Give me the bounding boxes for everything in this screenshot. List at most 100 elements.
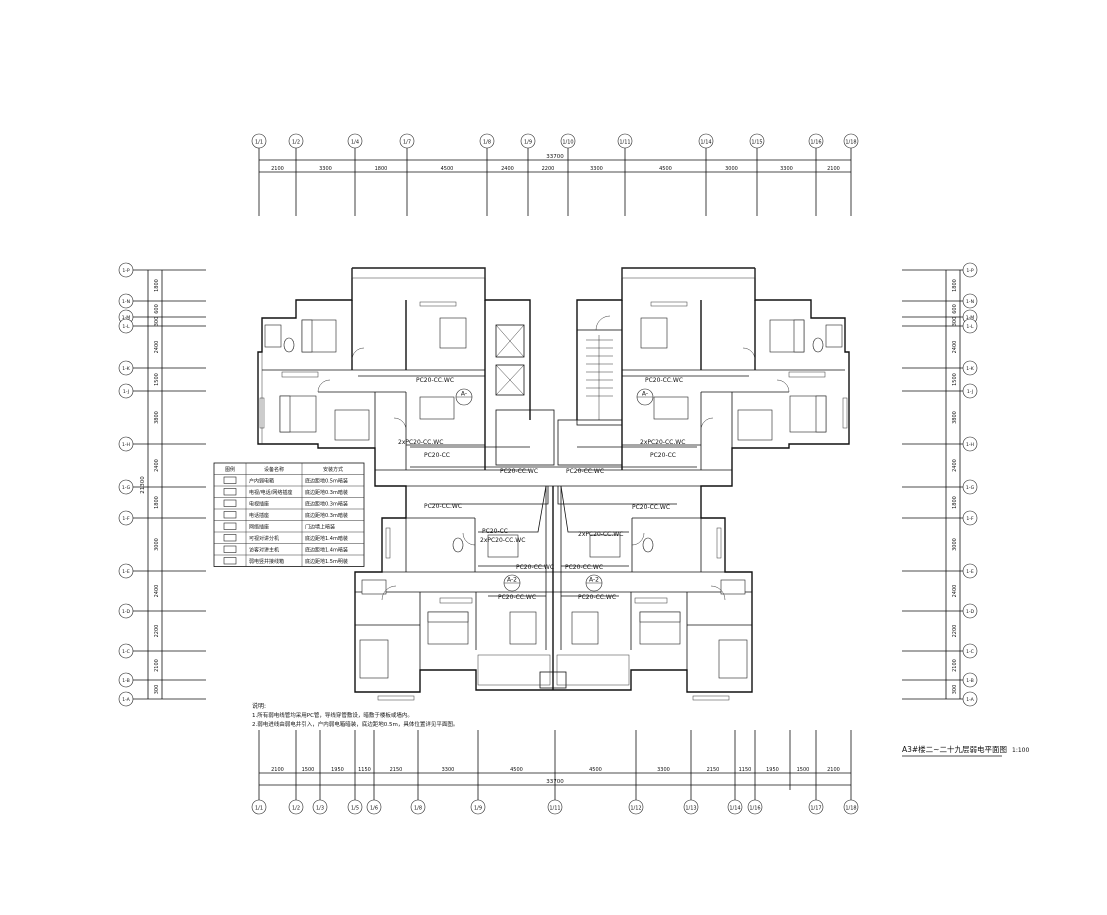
dimension-top: 3300 [590,166,603,172]
dimension-total-top: 33700 [546,154,564,160]
dimension-top: 2200 [542,166,555,172]
axis-bubble [962,293,978,309]
axis-label-right: 1-E [966,569,974,575]
axis-bubble [962,603,978,619]
axis-bubble [251,133,267,149]
dimension-top: 1800 [375,166,388,172]
axis-label-bottom: 1/2 [292,806,300,812]
axis-label-bottom: 1/1 [255,806,263,812]
dimension-right: 1500 [952,373,958,386]
drawing-title: A3#楼二~二十九层弱电平面图 [902,744,1007,754]
dimension-left: 1800 [154,496,160,509]
axis-label-right: 1-C [966,649,974,655]
axis-bubble [962,318,978,334]
legend-mounting: 底边距地0.3m暗装 [305,512,348,519]
axis-label-right: 1-N [966,299,974,305]
axis-label-right: 1-F [966,516,974,522]
unit-tag-label: A- [642,391,648,398]
axis-bubble [698,133,714,149]
axis-bubble [962,672,978,688]
conduit-label: PC20-CC.WC [516,564,554,571]
dimension-left: 2200 [154,625,160,638]
legend-symbol [223,511,237,519]
axis-bubble [479,133,495,149]
dimension-right: 600 [952,304,958,314]
axis-bubble [312,799,328,815]
dimension-bottom: 1150 [358,767,371,773]
drawing-scale: 1:100 [1012,747,1029,754]
axis-label-left: 1-B [122,678,130,684]
axis-bubble [962,563,978,579]
dimension-right: 300 [952,317,958,327]
axis-label-bottom: 1/13 [685,806,696,812]
axis-label-top: 1/7 [403,140,411,146]
axis-label-right: 1-J [967,389,973,395]
axis-label-bottom: 1/5 [351,806,359,812]
axis-bubble [251,799,267,815]
dimension-top: 4500 [659,166,672,172]
dimension-bottom: 2150 [390,767,403,773]
unit-tag-label: A-2 [589,577,599,584]
axis-bubble [962,360,978,376]
legend-header: 图例 [225,466,235,473]
legend-header: 安装方式 [323,466,343,473]
axis-label-left: 1-D [122,609,131,615]
axis-label-left: 1-G [122,485,131,491]
legend-mounting: 底边距地0.3m暗装 [305,489,348,496]
notes: 说明: 1.所有弱电线管均采用PC管，导线穿管敷设，暗敷于楼板或墙内。 2.弱电… [252,702,458,728]
axis-label-bottom: 1/16 [749,806,760,812]
building-outline [257,267,850,701]
axis-label-left: 1-M [122,315,131,321]
axis-label-bottom: 1/3 [316,806,324,812]
axis-label-left: 1-E [122,569,130,575]
note-2: 2.弱电进线由弱电井引入，户内弱电箱暗装，底边距地0.5m，具体位置详见平面图。 [252,720,458,728]
axis-label-bottom: 1/12 [630,806,641,812]
axis-label-bottom: 1/18 [845,806,856,812]
axis-bubble [962,691,978,707]
axis-label-left: 1-F [122,516,130,522]
conduit-label: PC20-CC.WC [424,503,462,510]
axis-bubble [118,479,134,495]
axis-bubble [347,799,363,815]
legend-symbol [223,522,237,530]
axis-label-bottom: 1/8 [414,806,422,812]
axis-bubble [962,643,978,659]
dimension-bottom: 1950 [766,767,779,773]
dimension-bottom: 2100 [271,767,284,773]
legend-mounting: 门边墙上暗装 [305,524,335,531]
axis-grid: 1/121001/233001/418001/745001/824001/922… [118,133,978,815]
dimension-right: 1800 [952,279,958,292]
axis-bubble [288,799,304,815]
axis-label-left: 1-N [122,299,130,305]
axis-bubble [962,262,978,278]
axis-label-right: 1-L [966,324,974,330]
axis-label-top: 1/15 [751,140,762,146]
dimension-bottom: 3300 [442,767,455,773]
dimension-right: 2400 [952,341,958,354]
dimension-top: 3000 [725,166,738,172]
dimension-top: 3300 [780,166,793,172]
drawing-title-block: A3#楼二~二十九层弱电平面图 1:100 [902,744,1029,757]
dimension-bottom: 1500 [797,767,810,773]
axis-label-left: 1-H [122,442,130,448]
legend-symbol [223,476,237,484]
axis-bubble [410,799,426,815]
axis-bubble [560,133,576,149]
axis-label-top: 1/14 [700,140,711,146]
axis-bubble [808,799,824,815]
legend-device-name: 电话插座 [249,512,269,519]
dimension-left: 2400 [154,585,160,598]
dimension-bottom: 1150 [739,767,752,773]
legend-table: 图例设备名称安装方式户内弱电箱底边距地0.5m暗装电视/电话/网络插座底边距地0… [213,462,365,567]
dimension-left: 1500 [154,373,160,386]
dimension-left: 3000 [154,538,160,551]
axis-bubble [962,479,978,495]
dimension-right: 2200 [952,625,958,638]
dimension-top: 4500 [441,166,454,172]
conduit-label: 2xPC20-CC.WC [398,439,443,446]
axis-label-right: 1-P [966,268,974,274]
dimension-left: 2400 [154,341,160,354]
notes-heading: 说明: [252,702,266,710]
dimension-right: 3000 [952,538,958,551]
